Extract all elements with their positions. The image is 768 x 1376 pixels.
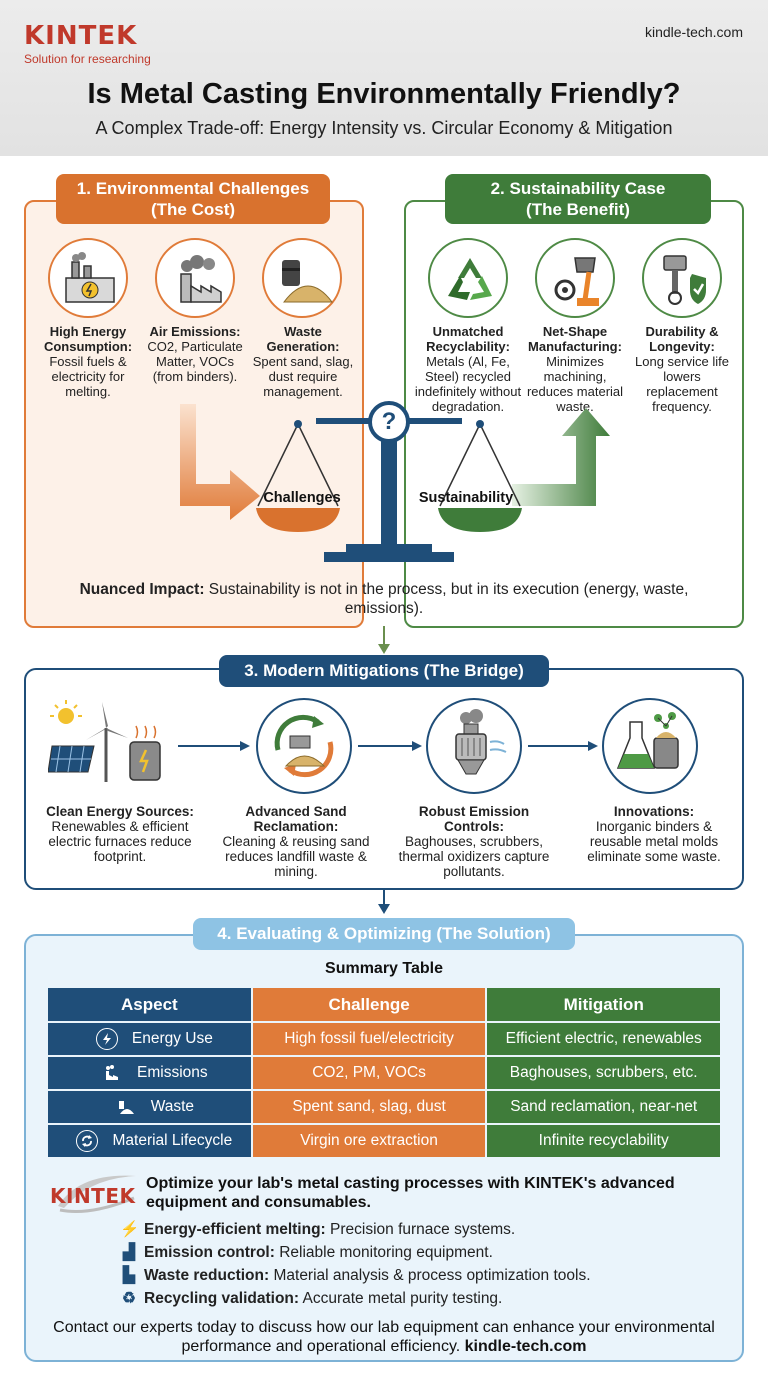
baghouse-filter-icon: [426, 698, 522, 794]
smokestack-icon: [155, 238, 235, 318]
sustainability-item-netshape: Net-Shape Manufacturing:Minimizes machin…: [526, 324, 624, 414]
aspect-cell: Emissions: [48, 1057, 251, 1089]
waste-reduction-icon: ▙: [123, 1267, 135, 1284]
header: KINTEK Solution for researching kindle-t…: [0, 0, 768, 156]
aspect-cell: Energy Use: [48, 1023, 251, 1055]
mitigation-item-sand-reclamation: Advanced Sand Reclamation:Cleaning & reu…: [222, 804, 370, 879]
challenges-heading-line1: 1. Environmental Challenges: [76, 179, 310, 198]
aspect-cell: Material Lifecycle: [48, 1125, 251, 1157]
sand-pile-barrel-icon: [262, 238, 342, 318]
column-header-aspect: Aspect: [48, 988, 251, 1021]
connector-arrow-icon: [378, 626, 390, 654]
connector-arrow-icon: [378, 888, 390, 914]
column-header-challenge: Challenge: [252, 988, 486, 1021]
sustainability-heading: 2. Sustainability Case (The Benefit): [445, 174, 711, 224]
mitigation-cell: Baghouses, scrubbers, etc.: [487, 1057, 720, 1089]
recycle-icon: [428, 238, 508, 318]
challenge-item-emissions: Air Emissions:CO2, Particulate Matter, V…: [147, 324, 243, 384]
pouring-ladle-icon: [535, 238, 615, 318]
mitigation-cell: Infinite recyclability: [487, 1125, 720, 1157]
page-subtitle: A Complex Trade-off: Energy Intensity vs…: [95, 118, 673, 138]
challenge-cell: Virgin ore extraction: [252, 1125, 486, 1157]
table-header-row: Aspect Challenge Mitigation: [48, 988, 720, 1021]
nuanced-impact-text: Nuanced Impact: Sustainability is not in…: [79, 581, 689, 617]
kintek-cta-logo: [58, 1175, 136, 1213]
aspect-cell: Waste: [48, 1091, 251, 1123]
balance-label-challenges: Challenges: [263, 490, 341, 506]
energy-icon: ⚡: [120, 1221, 140, 1238]
table-row: Energy Use High fossil fuel/electricity …: [48, 1023, 720, 1055]
challenge-item-energy: High Energy Consumption:Fossil fuels & e…: [43, 324, 133, 399]
flask-innovation-icon: [602, 698, 698, 794]
sustainability-item-recyclability: Unmatched Recyclability:Metals (Al, Fe, …: [414, 324, 522, 414]
arrow-right-icon: [528, 741, 598, 751]
mitigation-cell: Sand reclamation, near-net: [487, 1091, 720, 1123]
balance-scale: [256, 401, 522, 562]
cta-bullet: ⚡Energy-efficient melting: Precision fur…: [120, 1221, 516, 1238]
solar-wind-furnace-icon: [48, 698, 161, 794]
cta-bullet: ▟Emission control: Reliable monitoring e…: [120, 1243, 493, 1263]
arrow-right-icon: [178, 741, 250, 751]
emission-chart-icon: ▟: [123, 1244, 135, 1261]
lifecycle-icon: [76, 1130, 99, 1152]
challenge-cell: Spent sand, slag, dust: [252, 1091, 486, 1123]
energy-icon: [95, 1028, 118, 1050]
challenge-item-waste: Waste Generation:Spent sand, slag, dust …: [252, 324, 354, 399]
page-title: Is Metal Casting Environmentally Friendl…: [87, 78, 681, 110]
cta-bullet: ▙Waste reduction: Material analysis & pr…: [120, 1266, 590, 1286]
sustainability-arrow-icon: [512, 408, 610, 506]
table-row: Material Lifecycle Virgin ore extraction…: [48, 1125, 720, 1157]
challenge-cell: High fossil fuel/electricity: [252, 1023, 486, 1055]
waste-icon: [115, 1096, 137, 1118]
arrow-right-icon: [358, 741, 422, 751]
challenges-arrow-icon: [180, 404, 260, 520]
site-link[interactable]: kindle-tech.com: [644, 24, 743, 40]
mitigation-cell: Efficient electric, renewables: [487, 1023, 720, 1055]
mitigation-item-emission-controls: Robust Emission Controls:Baghouses, scru…: [398, 804, 550, 879]
summary-table-title: Summary Table: [325, 960, 443, 977]
sustainability-item-durability: Durability & Longevity:Long service life…: [635, 324, 729, 414]
cta-logo-wordmark: KINTEK: [50, 1184, 136, 1208]
kintek-logo[interactable]: KINTEK Solution for researching: [24, 22, 151, 66]
summary-table: Aspect Challenge Mitigation Energy Use H…: [46, 986, 722, 1159]
sustainability-heading-line2: (The Benefit): [526, 200, 630, 219]
table-row: Waste Spent sand, slag, dust Sand reclam…: [48, 1091, 720, 1123]
sustainability-heading-line1: 2. Sustainability Case: [490, 179, 666, 198]
evaluation-heading: 4. Evaluating & Optimizing (The Solution…: [193, 918, 575, 950]
challenge-cell: CO2, PM, VOCs: [252, 1057, 486, 1089]
logo-wordmark: KINTEK: [24, 21, 138, 51]
mitigation-item-clean-energy: Clean Energy Sources:Renewables & effici…: [46, 804, 194, 864]
contact-text: Contact our experts today to discuss how…: [53, 1319, 715, 1355]
cta-headline: Optimize your lab's metal casting proces…: [146, 1175, 675, 1211]
contact-link[interactable]: kindle-tech.com: [464, 1338, 587, 1355]
recycle-icon: ♻: [122, 1290, 136, 1307]
mitigation-item-innovations: Innovations:Inorganic binders & reusable…: [587, 804, 721, 864]
challenges-heading: 1. Environmental Challenges (The Cost): [56, 174, 330, 224]
sand-reclamation-icon: [256, 698, 352, 794]
balance-question-mark: ?: [381, 408, 397, 435]
emissions-icon: [101, 1062, 123, 1084]
logo-tagline: Solution for researching: [24, 52, 151, 66]
table-row: Emissions CO2, PM, VOCs Baghouses, scrub…: [48, 1057, 720, 1089]
mitigations-heading: 3. Modern Mitigations (The Bridge): [219, 655, 549, 687]
balance-label-sustainability: Sustainability: [418, 490, 514, 506]
cta-bullet: ♻Recycling validation: Accurate metal pu…: [120, 1289, 502, 1309]
piston-shield-icon: [642, 238, 722, 318]
challenges-heading-line2: (The Cost): [150, 200, 236, 219]
factory-energy-icon: [48, 238, 128, 318]
column-header-mitigation: Mitigation: [487, 988, 720, 1021]
